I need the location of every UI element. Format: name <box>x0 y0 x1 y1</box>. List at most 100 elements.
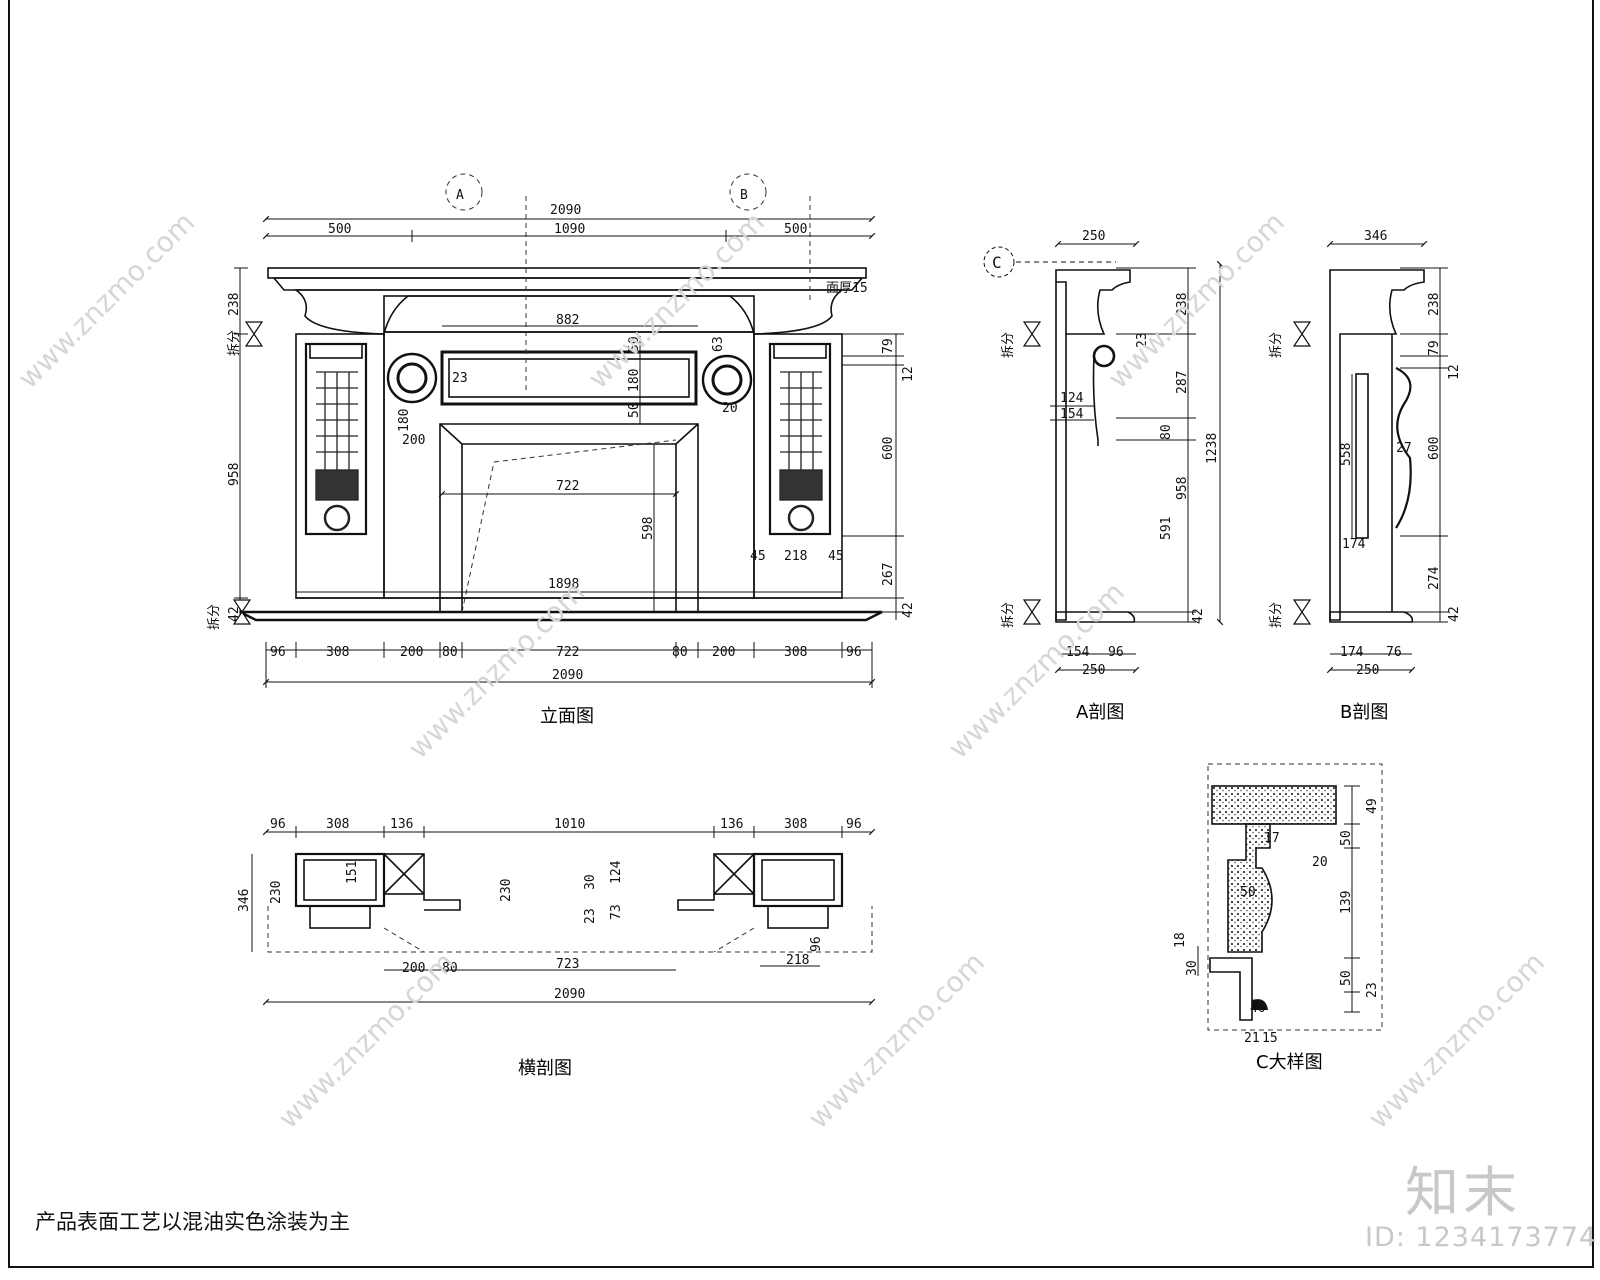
section-a-view <box>1055 269 1136 623</box>
split-markers <box>232 321 1312 625</box>
cornice-top <box>267 267 867 279</box>
section-b-view <box>1329 269 1425 623</box>
secB-h-12: 12 <box>1447 364 1462 380</box>
secB-inner-27: 27 <box>1396 441 1412 456</box>
plan-dimensions: 96 308 136 1010 136 308 96 346 230 151 3… <box>237 817 862 1002</box>
section-a-caption: A剖图 <box>1076 702 1124 723</box>
elev-right-42: 42 <box>901 602 916 618</box>
secA-small-23: 23 <box>1135 332 1150 348</box>
secB-bot-2: 76 <box>1386 645 1402 660</box>
detail-c-caption: C大样图 <box>1256 1052 1323 1073</box>
elev-bot-1: 96 <box>270 645 286 660</box>
svg-text:www.znzmo.com: www.znzmo.com <box>802 946 991 1135</box>
elev-panel-50b: 50 <box>627 402 642 418</box>
cornice-molding <box>272 277 864 291</box>
elev-top-note: 面厚15 <box>826 281 868 296</box>
elev-opening-height: 598 <box>641 517 656 540</box>
elev-rosette-offset: 200 <box>402 433 425 448</box>
elev-panel-180: 180 <box>627 369 642 392</box>
plan-top-5: 136 <box>720 817 743 832</box>
plan-top-1: 96 <box>270 817 286 832</box>
elev-split-top: 拆分 <box>227 330 242 356</box>
elev-rosette-detail: 23 <box>452 371 468 386</box>
section-marker-b <box>729 173 767 211</box>
marker-b-label: B <box>740 188 748 203</box>
secA-h-80: 80 <box>1159 424 1174 440</box>
secA-total: 958 <box>1175 477 1190 500</box>
section-a-dimensions: C 250 154 96 250 124 154 238 287 80 591 … <box>992 229 1220 678</box>
elev-hearth-width: 1898 <box>548 577 579 592</box>
plan-caption: 横剖图 <box>518 1058 572 1079</box>
detC-l-30: 30 <box>1185 960 1200 976</box>
detC-b-21: 21 <box>1244 1031 1260 1046</box>
plan-bot-200: 200 <box>402 961 425 976</box>
watermark-id: ID: 1234173774 <box>1365 1222 1598 1253</box>
elev-overall-bottom: 2090 <box>552 668 583 683</box>
pilaster-grilles <box>315 371 823 532</box>
detail-c-view <box>1207 763 1383 1031</box>
elev-bot-9: 96 <box>846 645 862 660</box>
plan-left-230: 230 <box>269 881 284 904</box>
elev-bot-6: 80 <box>672 645 688 660</box>
elev-right-12: 12 <box>901 366 916 382</box>
secB-inner-558: 558 <box>1339 443 1354 466</box>
elev-rosette-right: 63 <box>711 336 726 352</box>
detC-r-50a: 50 <box>1339 830 1354 846</box>
elev-opening-width: 722 <box>556 479 579 494</box>
elev-right-267: 267 <box>881 563 896 586</box>
elev-pilaster-2: 218 <box>784 549 807 564</box>
elev-pilaster-1: 45 <box>750 549 766 564</box>
elev-bot-2: 308 <box>326 645 349 660</box>
secA-bot-1: 154 <box>1066 645 1090 660</box>
elev-right-600: 600 <box>881 437 896 460</box>
secA-split-bottom: 拆分 <box>1001 602 1016 628</box>
section-b-dimensions: 346 174 76 250 238 79 12 600 274 42 558 … <box>1269 229 1462 678</box>
secA-small-42: 42 <box>1191 608 1206 624</box>
secA-h-287: 287 <box>1175 371 1190 394</box>
svg-text:www.znzmo.com: www.znzmo.com <box>582 206 771 395</box>
elevation-view <box>239 267 883 622</box>
elev-top-2: 1090 <box>554 222 585 237</box>
elev-left-238: 238 <box>227 293 242 316</box>
elev-top-3: 500 <box>784 222 807 237</box>
elev-frieze-width: 882 <box>556 313 579 328</box>
secB-h-600: 600 <box>1427 437 1442 460</box>
plan-overall: 2090 <box>554 987 585 1002</box>
elev-left-958: 958 <box>227 463 242 486</box>
hearth <box>239 610 883 622</box>
elev-panel-50a: 50 <box>627 336 642 352</box>
svg-text:www.znzmo.com: www.znzmo.com <box>272 946 461 1135</box>
detC-i-40: 40 <box>1250 1001 1266 1016</box>
detC-l-18: 18 <box>1173 932 1188 948</box>
watermark-logo: 知末 <box>1405 1161 1521 1224</box>
elev-rosette-dia: 180 <box>397 409 412 432</box>
plan-view <box>294 852 844 929</box>
secB-h-79: 79 <box>1427 340 1442 356</box>
plan-c-30: 30 <box>583 874 598 890</box>
plan-top-7: 96 <box>846 817 862 832</box>
elev-bot-7: 200 <box>712 645 735 660</box>
secA-top: 250 <box>1082 229 1105 244</box>
elev-bot-8: 308 <box>784 645 807 660</box>
plan-c-23: 23 <box>583 908 598 924</box>
plan-top-2: 308 <box>326 817 349 832</box>
detC-i-20: 20 <box>1312 855 1328 870</box>
elev-right-small: 20 <box>722 401 738 416</box>
elevation-dimension-lines <box>234 215 904 688</box>
section-b-caption: B剖图 <box>1340 702 1388 723</box>
plan-right-218: 218 <box>786 953 809 968</box>
secB-split-bottom: 拆分 <box>1269 602 1284 628</box>
secB-split-top: 拆分 <box>1269 332 1284 358</box>
secA-split-top: 拆分 <box>1001 332 1016 358</box>
secB-h-238: 238 <box>1427 293 1442 316</box>
secB-top: 346 <box>1364 229 1387 244</box>
elevation-caption: 立面图 <box>540 706 594 727</box>
section-marker-a <box>445 173 483 211</box>
marker-a-label: A <box>456 188 464 203</box>
detC-r-139: 139 <box>1339 891 1354 914</box>
plan-top-3: 136 <box>390 817 413 832</box>
left-rosette <box>386 352 438 404</box>
secA-h-238: 238 <box>1175 293 1190 316</box>
elev-bot-5: 722 <box>556 645 579 660</box>
left-pilaster <box>295 333 385 599</box>
